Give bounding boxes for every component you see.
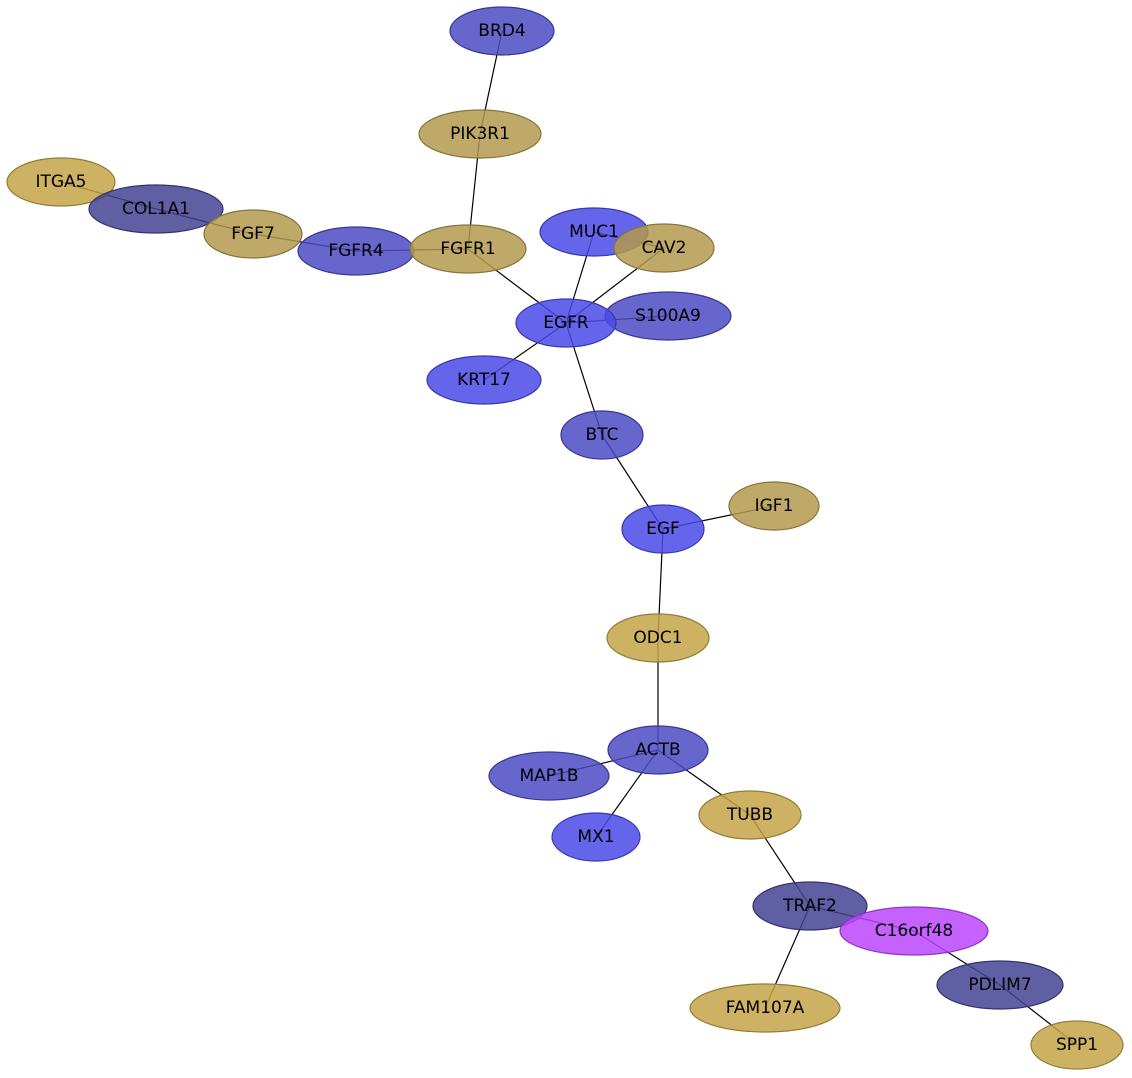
node-label-spp1: SPP1 <box>1056 1035 1098 1055</box>
node-btc[interactable]: BTC <box>560 410 644 460</box>
node-label-itga5: ITGA5 <box>35 172 86 192</box>
node-label-odc1: ODC1 <box>633 628 682 648</box>
node-label-c16orf48: C16orf48 <box>875 921 954 941</box>
node-label-mx1: MX1 <box>577 827 614 847</box>
node-ellipse-egf <box>621 504 705 554</box>
node-ellipse-map1b <box>488 751 610 801</box>
node-ellipse-egfr <box>515 298 617 348</box>
node-ellipse-odc1 <box>606 613 710 663</box>
node-fgfr1[interactable]: FGFR1 <box>409 224 527 274</box>
node-ellipse-pik3r1 <box>418 109 542 159</box>
node-fgf7[interactable]: FGF7 <box>203 209 303 259</box>
node-ellipse-igf1 <box>728 481 820 531</box>
node-fam107a[interactable]: FAM107A <box>689 983 841 1033</box>
node-label-cav2: CAV2 <box>642 238 687 258</box>
node-ellipse-c16orf48 <box>839 906 989 956</box>
node-pdlim7[interactable]: PDLIM7 <box>936 960 1064 1010</box>
node-ellipse-fgfr1 <box>409 224 527 274</box>
node-label-brd4: BRD4 <box>478 21 525 41</box>
node-label-traf2: TRAF2 <box>782 896 837 916</box>
node-label-tubb: TUBB <box>726 805 773 825</box>
node-ellipse-krt17 <box>426 355 542 405</box>
node-ellipse-pdlim7 <box>936 960 1064 1010</box>
node-igf1[interactable]: IGF1 <box>728 481 820 531</box>
node-fgfr4[interactable]: FGFR4 <box>297 226 415 276</box>
node-s100a9[interactable]: S100A9 <box>604 291 732 341</box>
node-cav2[interactable]: CAV2 <box>613 223 715 273</box>
node-map1b[interactable]: MAP1B <box>488 751 610 801</box>
node-ellipse-col1a1 <box>88 184 224 234</box>
node-ellipse-traf2 <box>752 881 868 931</box>
node-egfr[interactable]: EGFR <box>515 298 617 348</box>
node-label-fgf7: FGF7 <box>231 224 275 244</box>
node-label-col1a1: COL1A1 <box>122 199 190 219</box>
node-ellipse-fam107a <box>689 983 841 1033</box>
node-label-krt17: KRT17 <box>457 370 511 390</box>
node-odc1[interactable]: ODC1 <box>606 613 710 663</box>
node-ellipse-cav2 <box>613 223 715 273</box>
node-brd4[interactable]: BRD4 <box>449 6 555 56</box>
node-ellipse-btc <box>560 410 644 460</box>
node-spp1[interactable]: SPP1 <box>1030 1020 1124 1070</box>
node-label-egfr: EGFR <box>543 313 589 333</box>
node-itga5[interactable]: ITGA5 <box>6 157 116 207</box>
node-label-pik3r1: PIK3R1 <box>450 124 510 144</box>
node-label-s100a9: S100A9 <box>635 306 701 326</box>
node-label-fam107a: FAM107A <box>726 998 805 1018</box>
node-ellipse-brd4 <box>449 6 555 56</box>
node-label-fgfr1: FGFR1 <box>440 239 495 259</box>
node-ellipse-tubb <box>698 790 802 840</box>
node-ellipse-actb <box>607 725 709 775</box>
node-label-actb: ACTB <box>635 740 680 760</box>
node-label-fgfr4: FGFR4 <box>328 241 383 261</box>
node-label-igf1: IGF1 <box>755 496 794 516</box>
node-ellipse-mx1 <box>551 812 641 862</box>
node-c16orf48[interactable]: C16orf48 <box>839 906 989 956</box>
node-actb[interactable]: ACTB <box>607 725 709 775</box>
node-traf2[interactable]: TRAF2 <box>752 881 868 931</box>
node-egf[interactable]: EGF <box>621 504 705 554</box>
node-mx1[interactable]: MX1 <box>551 812 641 862</box>
node-col1a1[interactable]: COL1A1 <box>88 184 224 234</box>
node-ellipse-itga5 <box>6 157 116 207</box>
node-krt17[interactable]: KRT17 <box>426 355 542 405</box>
node-ellipse-spp1 <box>1030 1020 1124 1070</box>
node-pik3r1[interactable]: PIK3R1 <box>418 109 542 159</box>
node-tubb[interactable]: TUBB <box>698 790 802 840</box>
node-label-muc1: MUC1 <box>569 222 619 242</box>
node-ellipse-fgf7 <box>203 209 303 259</box>
node-label-pdlim7: PDLIM7 <box>968 975 1031 995</box>
node-label-egf: EGF <box>646 519 680 539</box>
node-label-map1b: MAP1B <box>519 766 578 786</box>
node-label-btc: BTC <box>586 425 619 445</box>
